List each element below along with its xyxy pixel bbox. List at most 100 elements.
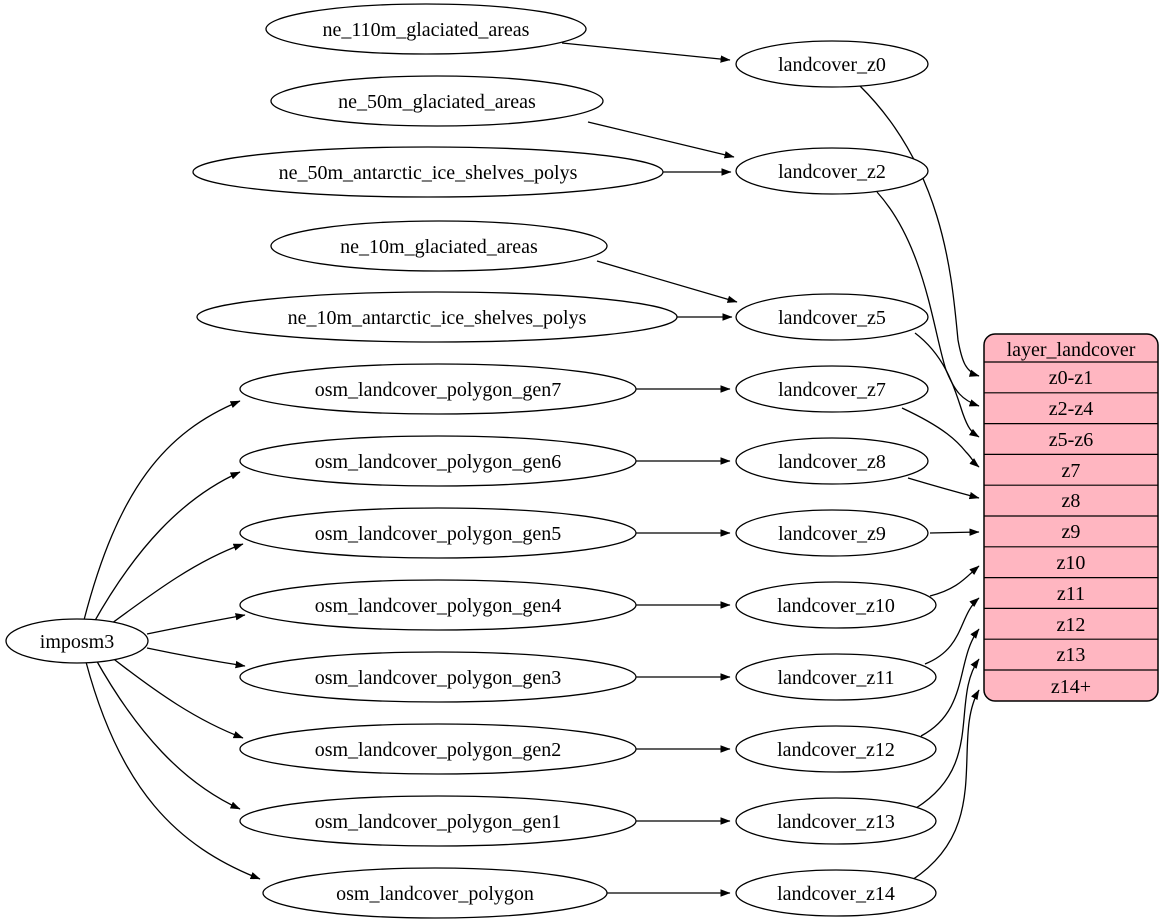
table-row-label-z13: z13 [1057,644,1086,666]
node-shape [265,3,587,55]
node-landcover-z10: landcover_z10 [735,581,937,629]
table-row-label-z0-z1: z0-z1 [1049,367,1093,389]
edge-landcover-z14--row-z14plus [911,689,980,881]
edge-imposm3--osm-landcover-polygon [85,661,261,880]
node-osm-landcover-polygon: osm_landcover_polygon [262,867,608,919]
node-shape [239,579,637,631]
node-imposm3-label: imposm3 [40,631,114,653]
table-row-label-z12: z12 [1057,614,1086,636]
node-osm-landcover-polygon-gen5: osm_landcover_polygon_gen5 [239,507,637,559]
table-row-label-z14plus: z14+ [1051,676,1091,698]
node-label: osm_landcover_polygon_gen4 [315,595,562,617]
node-shape [239,651,637,703]
node-label: landcover_z12 [777,739,895,761]
node-shape [735,40,929,88]
node-label: ne_10m_glaciated_areas [340,236,538,258]
node-label: landcover_z14 [777,883,895,905]
node-label: ne_50m_antarctic_ice_shelves_polys [279,162,578,184]
node-ne-10m-antarctic-ice-shelves-polys: ne_10m_antarctic_ice_shelves_polys [196,291,678,343]
edge-landcover-z7--row-z7 [901,407,980,468]
layer-table-title: layer_landcover [1007,339,1136,361]
node-landcover-z5: landcover_z5 [735,293,929,341]
edge-landcover-z8--row-z8 [907,477,980,500]
edge-ne-10m-glaciated-areas--landcover-z5 [596,260,738,303]
edge-landcover-z10--row-z10 [929,565,980,597]
table-row-label-z10: z10 [1057,552,1086,574]
node-label: landcover_z2 [778,161,886,183]
node-shape [270,75,604,127]
node-osm-landcover-polygon-gen4: osm_landcover_polygon_gen4 [239,579,637,631]
node-shape [192,146,664,198]
node-ne-110m-glaciated-areas: ne_110m_glaciated_areas [265,3,587,55]
layer-landcover-table: layer_landcover z0-z1 z2-z4 z5-z6 z7 z8 … [983,333,1159,702]
edge-imposm3--osm-landcover-polygon-gen5 [103,543,244,630]
node-shape [735,869,937,917]
node-landcover-z0: landcover_z0 [735,40,929,88]
node-label: ne_10m_antarctic_ice_shelves_polys [288,307,587,329]
node-imposm3-shape [5,618,149,664]
node-shape [196,291,678,343]
node-ne-50m-glaciated-areas: ne_50m_glaciated_areas [270,75,604,127]
table-row-label-z2-z4: z2-z4 [1049,398,1093,420]
edge-imposm3--osm-landcover-polygon-gen7 [83,400,241,621]
node-shape [270,220,608,272]
node-landcover-z11: landcover_z11 [735,653,937,701]
node-imposm3: imposm3 [5,618,149,664]
node-shape [262,867,608,919]
node-shape [735,365,929,413]
node-label: landcover_z0 [778,54,886,76]
edge-imposm3--osm-landcover-polygon-gen3 [146,647,246,669]
edge-landcover-z11--row-z11 [924,597,980,665]
node-landcover-z12: landcover_z12 [735,725,937,773]
node-osm-landcover-polygon-gen3: osm_landcover_polygon_gen3 [239,651,637,703]
table-row-label-z9: z9 [1062,521,1081,543]
node-shape [735,147,929,195]
node-label: ne_110m_glaciated_areas [323,19,530,41]
node-osm-landcover-polygon-gen2: osm_landcover_polygon_gen2 [239,723,637,775]
node-landcover-z9: landcover_z9 [735,509,929,557]
edge-ne-110m-glaciated-areas--landcover-z0 [561,42,731,63]
node-label: osm_landcover_polygon_gen1 [315,811,562,833]
edge-imposm3--osm-landcover-polygon-gen6 [92,471,241,625]
table-row-label-z7: z7 [1062,460,1081,482]
node-landcover-z8: landcover_z8 [735,437,929,485]
node-label: landcover_z13 [777,811,895,833]
table-row-label-z8: z8 [1062,490,1081,512]
node-label: osm_landcover_polygon [336,883,534,905]
edge-imposm3--osm-landcover-polygon-gen2 [105,652,244,739]
node-shape [735,509,929,557]
node-label: osm_landcover_polygon_gen7 [315,379,562,401]
node-osm-landcover-polygon-gen6: osm_landcover_polygon_gen6 [239,435,637,487]
node-shape [239,795,637,847]
node-landcover-z7: landcover_z7 [735,365,929,413]
edge-landcover-z2--row-z2-z4 [876,191,980,407]
node-shape [239,723,637,775]
node-ne-50m-antarctic-ice-shelves-polys: ne_50m_antarctic_ice_shelves_polys [192,146,664,198]
node-label: osm_landcover_polygon_gen3 [315,667,562,689]
node-shape [735,653,937,701]
node-label: osm_landcover_polygon_gen2 [315,739,562,761]
node-shape [735,725,937,773]
table-row-label-z5-z6: z5-z6 [1049,429,1093,451]
edge-imposm3--osm-landcover-polygon-gen4 [146,613,246,635]
node-label: landcover_z8 [778,451,886,473]
layer-landcover-box [983,333,1159,702]
node-landcover-z14: landcover_z14 [735,869,937,917]
node-landcover-z2: landcover_z2 [735,147,929,195]
node-shape [239,435,637,487]
node-shape [239,363,637,415]
node-shape [735,797,937,845]
node-label: landcover_z5 [778,307,886,329]
node-label: landcover_z10 [777,595,895,617]
node-shape [239,507,637,559]
node-shape [735,293,929,341]
node-label: osm_landcover_polygon_gen5 [315,523,562,545]
node-osm-landcover-polygon-gen7: osm_landcover_polygon_gen7 [239,363,637,415]
node-shape [735,581,937,629]
edge-landcover-z9--row-z9 [929,528,980,536]
table-row-label-z11: z11 [1057,583,1085,605]
node-label: landcover_z9 [778,523,886,545]
edge-ne-50m-glaciated-areas--landcover-z2 [587,121,735,159]
